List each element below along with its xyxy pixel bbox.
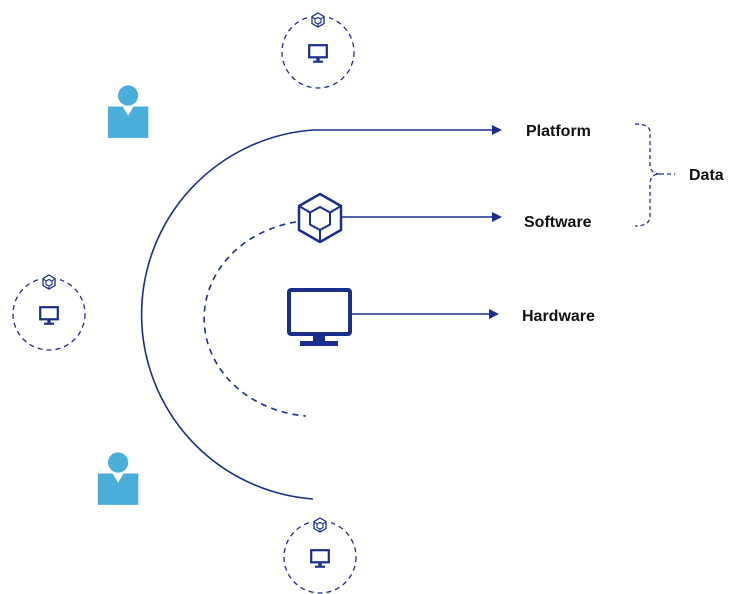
outer-arc — [140, 129, 314, 500]
data-bracket — [634, 123, 661, 227]
device-node-top — [282, 12, 354, 88]
device-node-left — [13, 274, 85, 350]
cube-icon — [297, 192, 343, 244]
person-icon-top — [107, 85, 149, 138]
label-data: Data — [689, 167, 724, 184]
person-icon-bottom — [97, 452, 139, 505]
monitor-icon — [287, 288, 352, 346]
inner-dashed-arc — [203, 221, 307, 417]
device-node-bottom — [284, 517, 356, 593]
label-hardware: Hardware — [522, 308, 595, 325]
label-software: Software — [524, 214, 592, 231]
label-platform: Platform — [526, 123, 591, 140]
